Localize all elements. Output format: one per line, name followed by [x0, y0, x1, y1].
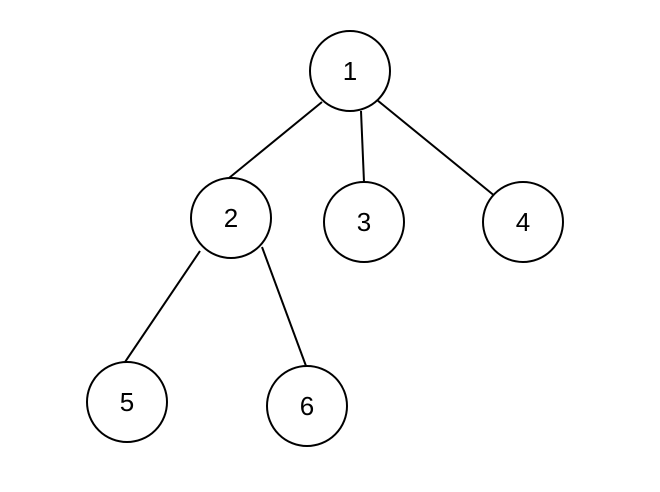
- edge-1-3: [360, 110, 365, 183]
- node-5: 5: [86, 361, 168, 443]
- node-circle: [482, 181, 564, 263]
- node-circle: [266, 365, 348, 447]
- node-6: 6: [266, 365, 348, 447]
- node-1: 1: [309, 30, 391, 112]
- node-circle: [190, 177, 272, 259]
- node-label: 2: [224, 203, 238, 233]
- node-2: 2: [190, 177, 272, 259]
- node-circle: [309, 30, 391, 112]
- edge-1-4: [376, 99, 497, 198]
- node-circle: [323, 181, 405, 263]
- edge-1-2: [228, 101, 323, 179]
- node-4: 4: [482, 181, 564, 263]
- node-label: 4: [516, 207, 530, 237]
- edge-2-6: [261, 246, 307, 367]
- nodes-layer: 1 2 3 4 5 6: [86, 30, 564, 447]
- edge-2-5: [124, 250, 201, 363]
- node-label: 5: [120, 387, 134, 417]
- node-label: 3: [357, 207, 371, 237]
- node-label: 6: [300, 391, 314, 421]
- node-circle: [86, 361, 168, 443]
- edges-layer: [124, 99, 497, 367]
- node-label: 1: [343, 56, 357, 86]
- node-3: 3: [323, 181, 405, 263]
